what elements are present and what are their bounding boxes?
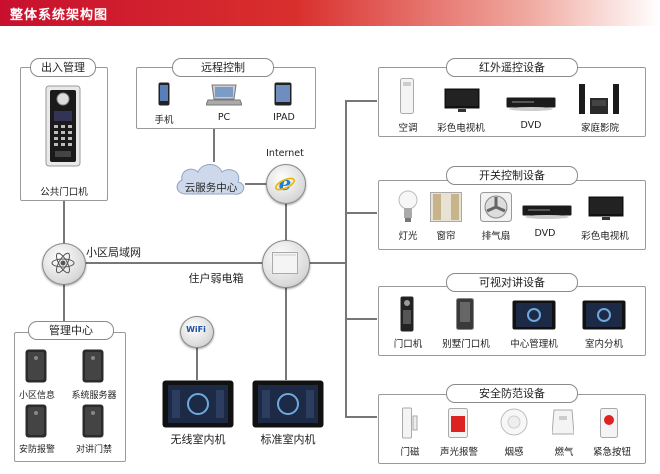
line-remote-to-cloud [213,128,215,162]
door-sensor-icon [402,406,418,444]
mgmt-item-info: 小区信息 [18,391,55,401]
light-bulb-icon [398,190,418,228]
ir-item-ac: 空调 [398,123,418,134]
server-icon-intercom [82,404,104,442]
security-item-emergency: 紧急按钮 [592,447,631,458]
switch-item-dvd: DVD [534,228,556,239]
mgmt-title: 管理中心 [28,321,114,340]
cloud-icon [172,160,248,204]
wifi-label: WiFi [186,325,206,334]
switch-item-fan: 排气扇 [481,231,511,242]
phone-icon [158,82,170,110]
line-cloud-to-internet [245,183,267,185]
standard-indoor-unit-icon [252,380,324,432]
line-lan-to-box [83,262,263,264]
header-bar [0,0,660,26]
video-title: 可视对讲设备 [446,273,578,292]
wifi-hub [180,316,214,348]
wireless-indoor-unit-label: 无线室内机 [170,433,226,446]
switch-item-curtain: 窗帘 [436,231,456,242]
remote-item-pc: PC [217,112,231,123]
security-item-gas: 燃气 [554,447,574,458]
security-item-smoke: 烟感 [504,447,524,458]
exhaust-fan-icon [480,192,512,226]
ir-item-tv: 彩色电视机 [437,123,485,134]
ir-item-theater: 家庭影院 [580,123,619,134]
indoor-unit-icon [582,300,626,334]
ir-title: 红外遥控设备 [446,58,578,77]
remote-title: 远程控制 [172,58,274,77]
tv-icon-switch [588,196,624,224]
access-title: 出入管理 [30,58,96,77]
ie-browser-icon: e [274,171,296,198]
emergency-button-icon [600,408,618,442]
security-title: 安全防范设备 [446,384,578,403]
home-theater-icon [578,84,620,118]
svg-text:e: e [279,172,292,194]
security-item-door: 门磁 [400,447,420,458]
server-icon-system [82,349,104,387]
line-lan-to-mgmt [63,282,65,322]
line-wifi-to-wireless [196,346,198,380]
line-internet-to-box [285,204,287,240]
internet-hub [266,164,306,204]
video-item-indoor: 室内分机 [584,339,623,350]
laptop-icon [205,84,243,110]
switch-title: 开关控制设备 [446,166,578,185]
wireless-indoor-unit-icon [162,380,234,432]
security-item-alarm: 声光报警 [439,447,478,458]
line-bus-to-switch [345,212,377,214]
line-bus-to-security [345,416,377,418]
tablet-icon [274,82,292,110]
lan-label: 小区局域网 [86,246,141,259]
dvd-icon-switch [522,204,572,223]
network-atom-icon [49,249,77,281]
server-icon-alarm [25,404,47,442]
smoke-detector-icon [500,408,528,440]
villa-door-station-icon [456,298,474,334]
line-bus-to-ir [345,100,377,102]
line-bus-to-video [345,318,377,320]
mgmt-item-system: 系统服务器 [71,391,117,401]
video-item-door: 门口机 [393,339,423,350]
door-station-icon [400,296,414,336]
page-title: 整体系统架构图 [10,8,109,23]
switch-item-light: 灯光 [398,231,418,242]
mgmt-item-intercom: 对讲门禁 [75,445,112,455]
tv-icon-ir [444,88,480,116]
center-manager-icon [512,300,556,334]
line-box-to-bus [308,262,346,264]
distribution-box-icon [272,252,298,278]
public-door-station-label: 公共门口机 [40,187,88,198]
cloud-label: 云服务中心 [184,182,238,194]
dvd-icon-ir [506,96,556,115]
standard-indoor-unit-label: 标准室内机 [260,433,316,446]
ir-item-dvd: DVD [520,120,542,131]
sound-light-alarm-icon [448,408,468,442]
remote-item-ipad: IPAD [273,112,295,123]
internet-label: Internet [266,148,304,159]
line-bus-vertical [345,100,347,418]
switch-item-tv: 彩色电视机 [581,231,629,242]
distribution-box-label: 住户弱电箱 [188,272,244,285]
gas-detector-icon [551,408,575,440]
public-door-station-icon [45,85,81,167]
curtain-icon [430,192,462,226]
mgmt-item-alarm: 安防报警 [18,445,55,455]
line-box-to-indoor [285,286,287,380]
air-conditioner-icon [400,78,414,118]
video-item-center: 中心管理机 [510,339,558,350]
server-icon-info [25,349,47,387]
line-access-to-lan [63,198,65,244]
remote-item-phone: 手机 [154,115,174,126]
video-item-villa: 别墅门口机 [442,339,490,350]
